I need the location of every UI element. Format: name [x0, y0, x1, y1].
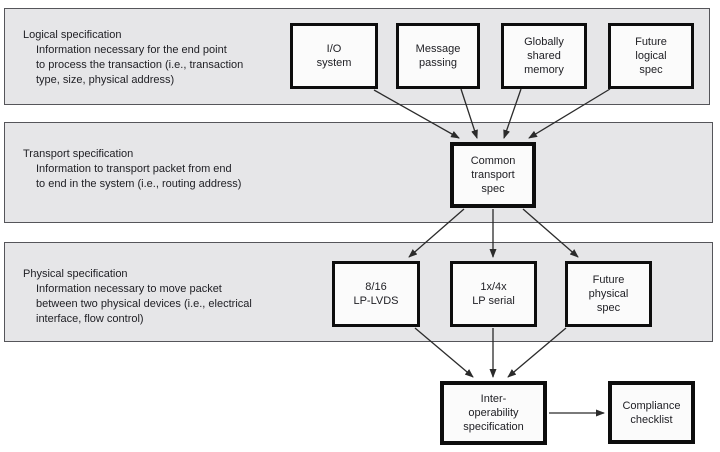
node-1x-4x-lp-serial-label: 1x/4x LP serial: [472, 281, 515, 307]
band-physical-title: Physical specification: [23, 268, 128, 280]
band-transport-specification: Transport specification Information to t…: [4, 122, 713, 223]
node-future-physical-spec: Future physical spec: [565, 261, 652, 327]
node-io-system: I/O system: [290, 23, 378, 89]
node-globally-shared-memory-label: Globally shared memory: [524, 36, 564, 76]
node-message-passing: Message passing: [396, 23, 480, 89]
band-transport-title: Transport specification: [23, 148, 134, 160]
node-message-passing-label: Message passing: [415, 43, 461, 69]
band-transport-description: Information to transport packet from end…: [36, 163, 242, 190]
node-1x-4x-lp-serial: 1x/4x LP serial: [450, 261, 537, 327]
node-future-logical-spec-label: Future logical spec: [635, 36, 667, 76]
node-common-transport-spec: Common transport spec: [450, 142, 536, 208]
node-compliance-checklist-label: Compliance checklist: [622, 399, 681, 426]
node-compliance-checklist: Compliance checklist: [608, 381, 695, 444]
node-common-transport-spec-label: Common transport spec: [470, 155, 516, 195]
node-interoperability-specification-label: Inter- operability specification: [463, 393, 524, 433]
node-future-logical-spec: Future logical spec: [608, 23, 694, 89]
node-8-16-lp-lvds-label: 8/16 LP-LVDS: [353, 281, 399, 307]
node-globally-shared-memory: Globally shared memory: [501, 23, 587, 89]
band-physical-description: Information necessary to move packet bet…: [36, 283, 252, 325]
band-logical-description: Information necessary for the end point …: [36, 44, 244, 86]
band-logical-title: Logical specification: [23, 29, 122, 41]
node-8-16-lp-lvds: 8/16 LP-LVDS: [332, 261, 420, 327]
node-io-system-label: I/O system: [316, 43, 352, 69]
node-future-physical-spec-label: Future physical spec: [588, 274, 629, 314]
node-interoperability-specification: Inter- operability specification: [440, 381, 547, 445]
